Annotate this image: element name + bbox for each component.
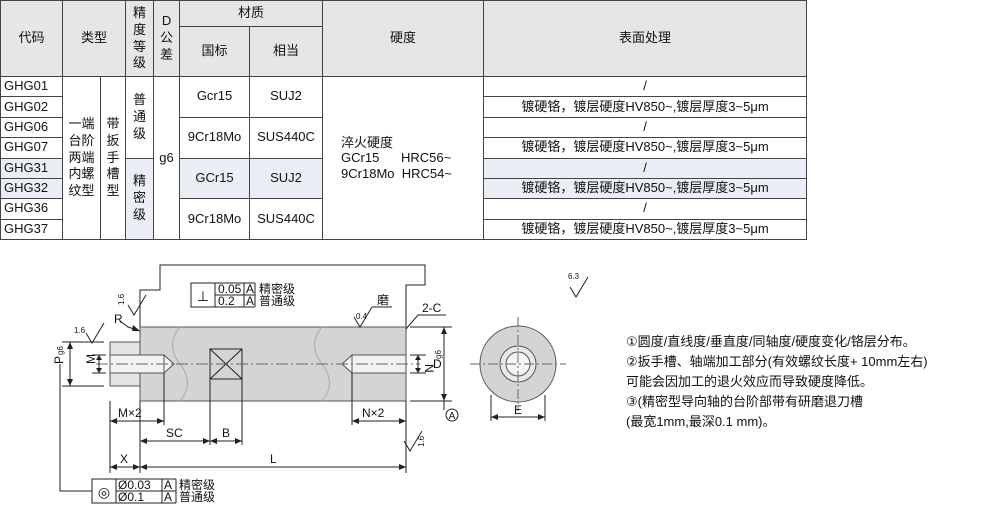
dim-SC-label: SC bbox=[166, 426, 183, 440]
header-type: 类型 bbox=[61, 0, 127, 77]
note-line: (最宽1mm,最深0.1 mm)。 bbox=[626, 414, 776, 429]
roughness-label: 0.4 bbox=[356, 312, 368, 321]
dim-X-label: X bbox=[120, 452, 128, 466]
normal-grade-label: 普通级 bbox=[179, 490, 215, 504]
code-cell: GHG06 bbox=[0, 116, 63, 139]
dim-D-label: D bbox=[433, 357, 442, 371]
surface-cell: / bbox=[483, 157, 808, 179]
roughness-label: 6.3 bbox=[568, 272, 580, 281]
code-cell: GHG01 bbox=[0, 75, 63, 98]
code-cell: GHG32 bbox=[0, 177, 63, 200]
dim-P-label: P bbox=[52, 356, 66, 364]
surface-cell: 镀硬铬，镀层硬度HV850~,镀层厚度3~5μm bbox=[483, 218, 808, 241]
material-std: 9Cr18Mo bbox=[179, 198, 251, 240]
type-sub: 带扳手槽型 bbox=[99, 76, 127, 240]
perp-normal-value: 0.2 bbox=[218, 294, 235, 308]
grade-precise: 精密级 bbox=[125, 157, 155, 240]
datum-label: A bbox=[246, 294, 254, 308]
roughness-label: 1.6 bbox=[117, 293, 126, 305]
roughness-label: 1.6 bbox=[74, 326, 86, 335]
dim-B-label: B bbox=[222, 426, 230, 440]
header-hardness: 硬度 bbox=[322, 0, 485, 77]
grade-normal: 普通级 bbox=[125, 76, 155, 159]
material-equiv: SUS440C bbox=[249, 198, 324, 240]
technical-drawing: ⊥ 0.05 0.2 A A 精密级 普通级 ◎ Ø0.03 Ø0.1 A A … bbox=[52, 264, 589, 504]
surface-cell: 镀硬铬，镀层硬度HV850~,镀层厚度3~5μm bbox=[483, 96, 808, 118]
material-equiv: SUJ2 bbox=[249, 76, 324, 118]
material-std: Gcr15 bbox=[179, 76, 251, 118]
hardness-cell: 淬火硬度 GCr15 HRC56~ 9Cr18Mo HRC54~ bbox=[322, 76, 485, 240]
radius-label: R bbox=[114, 312, 123, 326]
conc-normal-value: Ø0.1 bbox=[118, 490, 144, 504]
header-material-std: 国标 bbox=[179, 26, 251, 77]
dim-E-label: E bbox=[514, 403, 522, 417]
dim-N-label: N bbox=[422, 364, 436, 373]
hardness-line: GCr15 HRC56~ bbox=[341, 150, 452, 166]
dim-P-sub: g6 bbox=[56, 346, 65, 355]
chamfer-label: 2-C bbox=[422, 301, 442, 315]
dim-Nx2-label: N×2 bbox=[362, 406, 385, 420]
normal-grade-label: 普通级 bbox=[259, 294, 295, 308]
header-surface: 表面处理 bbox=[483, 0, 808, 77]
header-tolerance: D公差 bbox=[153, 0, 181, 77]
dim-M-label: M bbox=[84, 354, 98, 364]
precise-grade-label: 精密级 bbox=[259, 281, 295, 296]
code-cell: GHG02 bbox=[0, 96, 63, 118]
dim-Mx2-label: M×2 bbox=[118, 406, 142, 420]
surface-cell: / bbox=[483, 75, 808, 98]
surface-cell: 镀硬铬，镀层硬度HV850~,镀层厚度3~5μm bbox=[483, 177, 808, 200]
header-material: 材质 bbox=[179, 0, 324, 27]
surface-cell: / bbox=[483, 116, 808, 139]
dim-L-label: L bbox=[270, 452, 277, 466]
precise-grade-label: 精密级 bbox=[179, 477, 215, 492]
roughness-label: 1.6 bbox=[417, 435, 426, 447]
note-line: 可能会因加工的退火效应而导致硬度降低。 bbox=[626, 374, 874, 389]
datum-circle-label: A bbox=[449, 411, 456, 422]
perpendicularity-symbol: ⊥ bbox=[197, 288, 209, 304]
note-line: ③(精密型导向轴的台阶部带有研磨退刀槽 bbox=[626, 394, 863, 409]
conc-precise-value: Ø0.03 bbox=[118, 478, 151, 492]
type-main: 一端台阶两端内螺纹型 bbox=[62, 76, 101, 240]
concentricity-symbol: ◎ bbox=[98, 484, 110, 500]
hardness-title: 淬火硬度 bbox=[341, 134, 394, 150]
hardness-line: 9Cr18Mo HRC54~ bbox=[341, 165, 452, 181]
note-line: ①圆度/直线度/垂直度/同轴度/硬度变化/铬层分布。 bbox=[626, 334, 916, 349]
perp-precise-value: 0.05 bbox=[218, 282, 242, 296]
code-cell: GHG37 bbox=[0, 218, 63, 241]
material-std: GCr15 bbox=[179, 157, 251, 200]
material-equiv: SUS440C bbox=[249, 116, 324, 159]
grind-label: 磨 bbox=[377, 293, 389, 307]
code-cell: GHG36 bbox=[0, 198, 63, 220]
tolerance-value: g6 bbox=[153, 76, 181, 240]
surface-cell: / bbox=[483, 198, 808, 220]
datum-label: A bbox=[164, 478, 172, 492]
header-precision: 精度等级 bbox=[125, 0, 155, 77]
spec-table: 代码 类型 精度等级 D公差 材质 硬度 表面处理 国标 相当 GHG01 一端… bbox=[0, 0, 808, 241]
material-equiv: SUJ2 bbox=[249, 157, 324, 200]
datum-label: A bbox=[164, 490, 172, 504]
note-line: ②扳手槽、轴端加工部分(有效螺纹长度+ 10mm左右) bbox=[626, 354, 928, 369]
code-cell: GHG31 bbox=[0, 157, 63, 179]
datum-label: A bbox=[246, 282, 254, 296]
surface-cell: 镀硬铬，镀层硬度HV850~,镀层厚度3~5μm bbox=[483, 137, 808, 159]
dim-D-sub: g6 bbox=[434, 350, 443, 359]
header-material-equiv: 相当 bbox=[249, 26, 324, 77]
notes-block: ①圆度/直线度/垂直度/同轴度/硬度变化/铬层分布。 ②扳手槽、轴端加工部分(有… bbox=[626, 332, 982, 432]
material-std: 9Cr18Mo bbox=[179, 116, 251, 159]
code-cell: GHG07 bbox=[0, 137, 63, 159]
header-code: 代码 bbox=[0, 0, 63, 77]
